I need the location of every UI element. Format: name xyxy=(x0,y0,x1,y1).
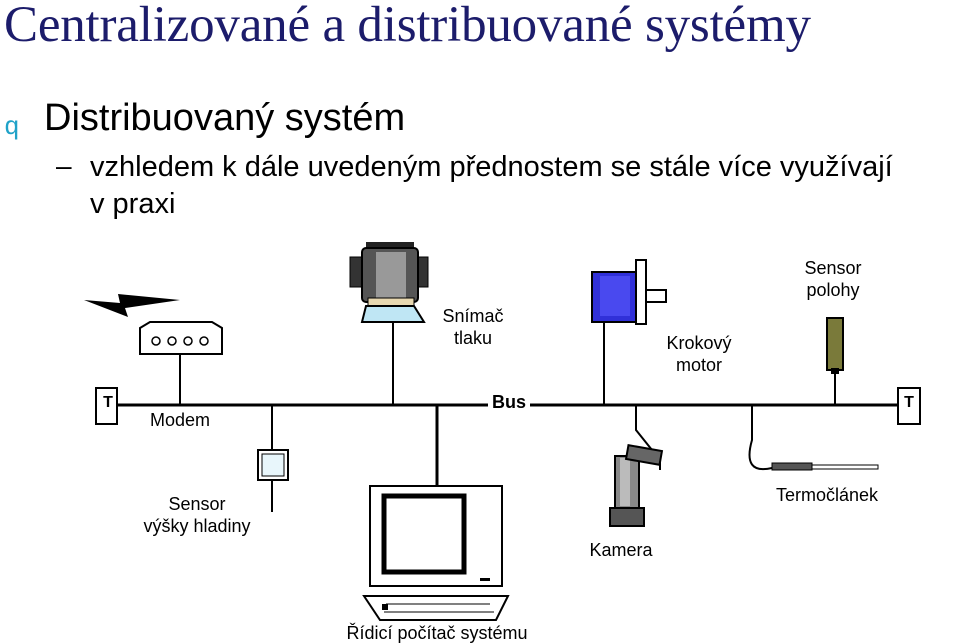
thermocouple-label: Termočlánek xyxy=(775,485,879,505)
level-sensor-label-1: Sensor xyxy=(168,494,226,514)
pressure-sensor-label: Snímač tlaku xyxy=(430,305,516,349)
modem-icon xyxy=(84,294,223,355)
subbullet-line-2: v praxi xyxy=(90,188,176,220)
modem-label: Modem xyxy=(149,410,211,430)
subbullet-marker: – xyxy=(56,150,72,181)
level-sensor-label: Sensor výšky hladiny xyxy=(130,493,264,537)
position-sensor-icon xyxy=(826,317,844,374)
computer-icon xyxy=(362,485,510,621)
subbullet-line-1: vzhledem k dále uvedeným přednostem se s… xyxy=(90,151,893,183)
bullet-text: Distribuovaný systém xyxy=(44,97,406,139)
thermo-drop xyxy=(748,405,773,471)
camera-icon xyxy=(609,443,664,527)
subbullet-text: vzhledem k dále uvedeným přednostem se s… xyxy=(90,149,893,223)
slide-title: Centralizované a distribuované systémy xyxy=(4,0,811,53)
stepper-motor-label-2: motor xyxy=(675,355,722,375)
terminator-right xyxy=(897,387,921,425)
level-sensor-label-2: výšky hladiny xyxy=(143,516,251,536)
stepper-motor-icon xyxy=(591,259,667,325)
terminator-left-label: T xyxy=(103,394,113,411)
level-sensor-icon xyxy=(257,449,289,512)
bus-label: Bus xyxy=(488,391,530,413)
pressure-sensor-icon xyxy=(349,242,429,323)
control-computer-label: Řídicí počítač systému xyxy=(346,623,528,643)
stepper-motor-label: Krokový motor xyxy=(654,332,744,376)
pressure-sensor-label-2: tlaku xyxy=(453,328,493,348)
terminator-left xyxy=(95,387,118,425)
position-sensor-label: Sensor polohy xyxy=(786,257,880,301)
camera-label: Kamera xyxy=(589,540,653,560)
pressure-sensor-label-1: Snímač xyxy=(442,306,504,326)
position-sensor-label-1: Sensor xyxy=(804,258,862,278)
bullet-marker: q xyxy=(4,112,20,142)
terminator-right-label: T xyxy=(904,394,914,411)
thermocouple-icon xyxy=(771,462,879,471)
position-sensor-label-2: polohy xyxy=(806,280,860,300)
stepper-motor-label-1: Krokový xyxy=(666,333,732,353)
